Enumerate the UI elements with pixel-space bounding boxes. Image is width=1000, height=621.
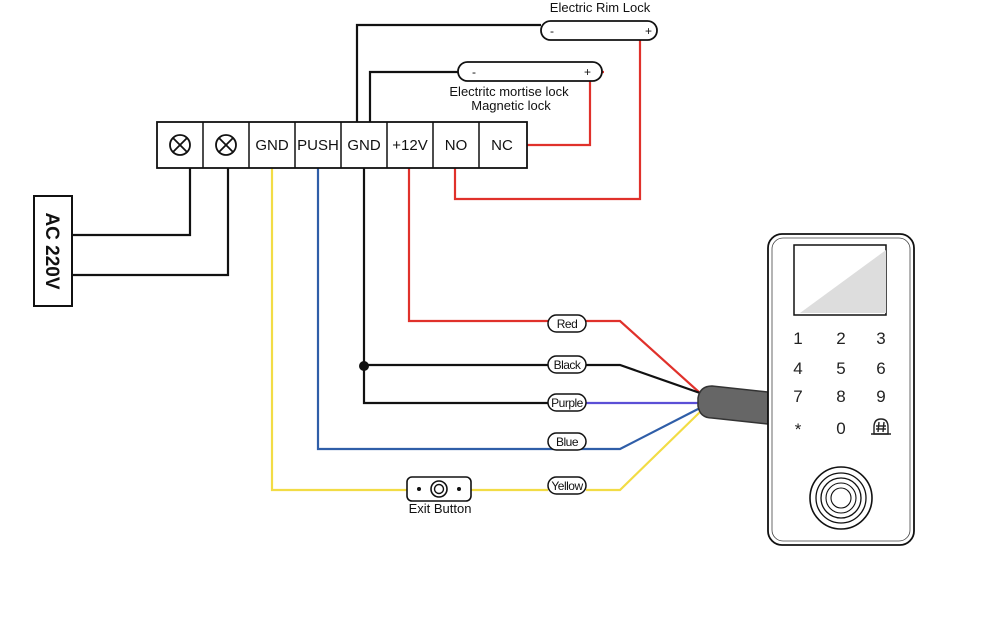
svg-text:Red: Red xyxy=(557,317,578,331)
terminal-nc: NC xyxy=(491,137,513,154)
wire-tag-yellow: Yellow xyxy=(547,476,587,495)
rim-lock-plus: + xyxy=(645,24,652,38)
svg-text:Blue: Blue xyxy=(556,435,579,449)
wire-tag-black: Black xyxy=(547,355,587,374)
key-9: 9 xyxy=(876,387,885,406)
terminal-block: GND PUSH GND +12V NO NC xyxy=(156,121,528,169)
rim-lock-black-wire xyxy=(355,23,541,122)
rim-lock-label: Electric Rim Lock xyxy=(550,0,651,15)
black-wire xyxy=(362,168,548,405)
wire-tag-purple: Purple xyxy=(547,393,587,412)
yellow-wire-3 xyxy=(586,411,701,492)
ac-power-label: AC 220V xyxy=(41,212,62,289)
ac-wire-1 xyxy=(72,168,192,237)
mortise-lock-label: Electritc mortise lock xyxy=(449,84,569,99)
rim-lock-red-wire xyxy=(453,29,655,201)
key-1: 1 xyxy=(793,329,802,348)
screw-terminal-icon xyxy=(215,134,237,156)
terminal-gnd-1: GND xyxy=(255,137,289,154)
blue-wire xyxy=(316,168,701,451)
key-0: 0 xyxy=(836,419,845,438)
terminal-gnd-2: GND xyxy=(347,137,381,154)
key-2: 2 xyxy=(836,329,845,348)
key-star: * xyxy=(795,420,802,439)
terminal-12v: +12V xyxy=(392,137,427,154)
exit-button: Exit Button xyxy=(406,476,472,516)
electric-rim-lock: Electric Rim Lock - + xyxy=(540,0,658,41)
exit-button-label: Exit Button xyxy=(409,501,472,516)
fingerprint-sensor-icon xyxy=(809,466,873,530)
mortise-lock-black-wire xyxy=(368,70,458,122)
device-cable xyxy=(697,385,769,425)
rim-lock-minus: - xyxy=(550,24,554,38)
key-4: 4 xyxy=(793,359,802,378)
svg-text:Black: Black xyxy=(554,358,582,372)
junction-dot xyxy=(359,361,369,371)
ac-power-box: AC 220V xyxy=(33,195,73,307)
key-7: 7 xyxy=(793,387,802,406)
terminal-no: NO xyxy=(445,137,468,154)
mortise-lock-plus: + xyxy=(584,65,591,79)
key-6: 6 xyxy=(876,359,885,378)
wire-tag-red: Red xyxy=(547,314,587,333)
mortise-lock-minus: - xyxy=(472,65,476,79)
svg-text:Purple: Purple xyxy=(551,396,584,410)
keypad-reader: 1 2 3 4 5 6 7 8 9 * 0 xyxy=(767,233,915,546)
magnetic-lock-label: Magnetic lock xyxy=(471,98,551,113)
wire-tag-blue: Blue xyxy=(547,432,587,451)
bell-icon xyxy=(871,418,891,435)
screw-terminal-icon xyxy=(169,134,191,156)
mortise-lock: - + Electritc mortise lock Magnetic lock xyxy=(449,61,603,113)
wires xyxy=(72,23,701,492)
key-3: 3 xyxy=(876,329,885,348)
svg-text:Yellow: Yellow xyxy=(551,479,583,493)
wire-tags: Red Black Purple Blue Yellow xyxy=(547,314,587,495)
key-5: 5 xyxy=(836,359,845,378)
terminal-push: PUSH xyxy=(297,137,339,154)
black-wire-branch xyxy=(364,363,701,395)
ac-wire-2 xyxy=(72,168,230,277)
yellow-wire xyxy=(270,168,407,492)
key-8: 8 xyxy=(836,387,845,406)
